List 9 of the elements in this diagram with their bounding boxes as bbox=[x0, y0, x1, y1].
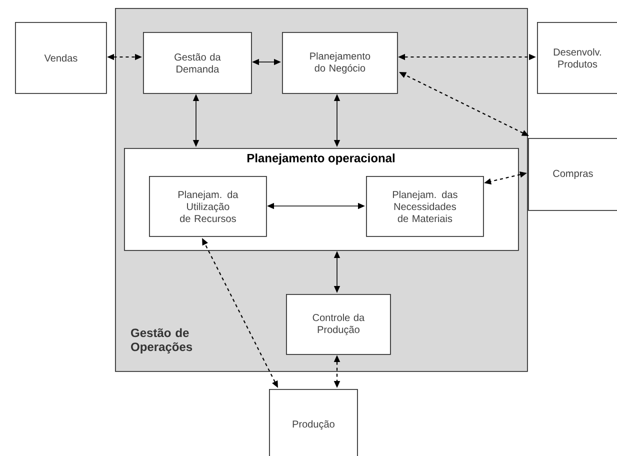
process-box: Produção bbox=[269, 389, 358, 456]
process-box: Desenvolv. Produtos bbox=[537, 22, 617, 94]
process-box: Planejam. das Necessidades de Materiais bbox=[366, 176, 484, 237]
process-box: Planejamento do Negócio bbox=[282, 32, 398, 94]
process-box: Controle da Produção bbox=[286, 294, 391, 355]
process-box: Vendas bbox=[15, 22, 107, 94]
process-box: Gestão da Demanda bbox=[143, 32, 252, 94]
process-box: Planejam. da Utilização de Recursos bbox=[149, 176, 267, 237]
process-box: Compras bbox=[528, 138, 617, 211]
